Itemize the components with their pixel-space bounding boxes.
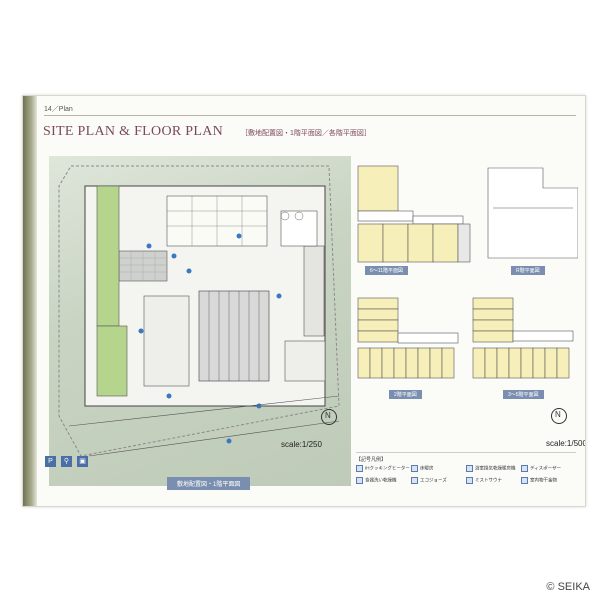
header-rule: [44, 115, 576, 116]
legend-item: 浴室換気乾燥暖房機: [466, 465, 516, 472]
legend-item: エコジョーズ: [411, 477, 447, 484]
floor-caption-3-5: 3〜5階平面図: [503, 390, 544, 399]
legend-title: 【記号凡例】: [356, 457, 387, 463]
binding-spine: [23, 96, 37, 506]
floor-caption-roof: R階平面図: [511, 266, 545, 275]
legend-item: ディスポーザー: [521, 465, 561, 472]
page-number: 14／Plan: [44, 106, 73, 113]
floor-caption-2f: 2階平面図: [389, 390, 422, 399]
north-compass-icon-right: [551, 408, 567, 424]
legend-item: 食器洗い乾燥機: [356, 477, 397, 484]
facility-icons: P ⚲ ▣: [45, 456, 105, 472]
legend: 【記号凡例】 IHクッキングヒーター 床暖房 浴室換気乾燥暖房機 ディスポーザー…: [356, 452, 576, 498]
brochure-page: 14／Plan SITE PLAN & FLOOR PLAN ［敷地配置図・1階…: [22, 95, 586, 507]
floor-caption-6-11: 6〜11階平面図: [365, 266, 408, 275]
legend-item: ミストサウナ: [466, 477, 502, 484]
legend-item: IHクッキングヒーター: [356, 465, 410, 472]
floor-plans: 6〜11階平面図 R階平面図 2階平面図 3〜5階平面図: [353, 158, 578, 458]
legend-item: 室内物干金物: [521, 477, 557, 484]
site-plan-caption: 敷地配置図・1階平面図: [167, 477, 251, 490]
trash-icon: ▣: [77, 456, 88, 467]
parking-icon: P: [45, 456, 56, 467]
legend-item: 床暖房: [411, 465, 434, 472]
copyright: © SEIKA: [546, 581, 590, 593]
floor-plan-scale: scale:1/500: [546, 439, 586, 448]
site-plan-scale: scale:1/250: [281, 440, 322, 449]
site-plan: 敷地配置図・1階平面図 P ⚲ ▣: [45, 156, 351, 490]
bicycle-icon: ⚲: [61, 456, 72, 467]
north-compass-icon: [321, 409, 337, 425]
page-title: SITE PLAN & FLOOR PLAN: [43, 124, 224, 139]
page-subtitle: ［敷地配置図・1階平面図／各階平面図］: [241, 130, 371, 137]
